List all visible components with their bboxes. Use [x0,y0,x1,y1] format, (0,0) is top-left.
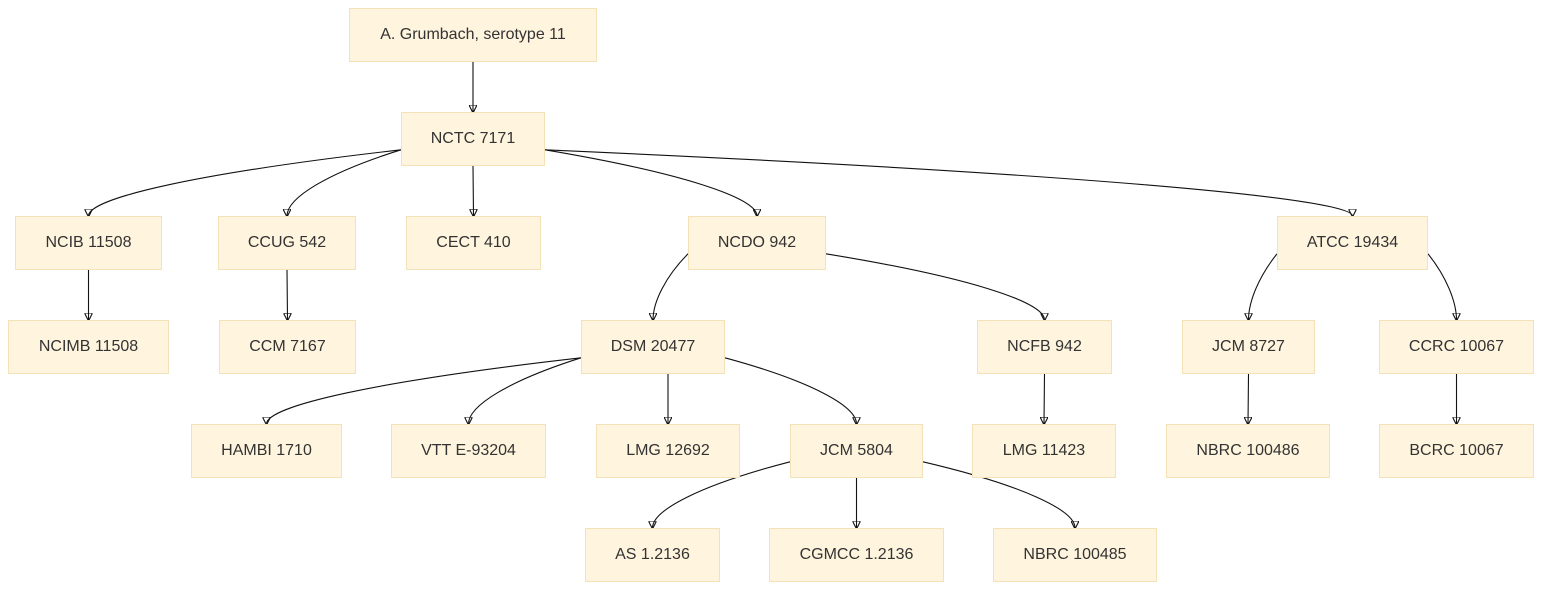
edge-nctc7171-to-ncdo942 [544,149,757,216]
node-dsm-20477: DSM 20477 [581,320,725,374]
node-atcc-19434: ATCC 19434 [1277,216,1428,270]
edge-nctc7171-to-ccug542 [287,149,402,216]
node-jcm-5804: JCM 5804 [790,424,923,478]
edge-atcc19434-to-ccrc10067 [1427,253,1457,320]
edge-nctc7171-to-atcc19434 [544,149,1353,216]
node-cect-410: CECT 410 [406,216,541,270]
node-vtt-e-93204: VTT E-93204 [391,424,546,478]
node-jcm-8727: JCM 8727 [1182,320,1315,374]
edge-ccug542-to-ccm7167 [287,269,288,320]
edge-ncfb942-to-lmg11423 [1044,373,1045,424]
node-root: A. Grumbach, serotype 11 [349,8,597,62]
edge-ncdo942-to-ncfb942 [825,253,1045,320]
edge-jcm5804-to-nbrc100485 [922,461,1075,528]
node-ccm-7167: CCM 7167 [219,320,356,374]
edge-ncdo942-to-dsm20477 [653,253,689,320]
edge-dsm20477-to-jcm5804 [724,357,857,424]
node-ccrc-10067: CCRC 10067 [1379,320,1534,374]
edge-dsm20477-to-vtte93204 [469,357,582,424]
node-nbrc-100485: NBRC 100485 [993,528,1157,582]
edge-nctc7171-to-cect410 [473,165,474,216]
edge-dsm20477-to-hambi1710 [267,357,582,424]
node-ncimb-11508: NCIMB 11508 [8,320,169,374]
node-ncdo-942: NCDO 942 [688,216,826,270]
node-nbrc-100486: NBRC 100486 [1166,424,1330,478]
node-cgmcc-1-2136: CGMCC 1.2136 [769,528,944,582]
node-as-1-2136: AS 1.2136 [585,528,720,582]
node-hambi-1710: HAMBI 1710 [191,424,342,478]
node-ncib-11508: NCIB 11508 [15,216,162,270]
node-ccug-542: CCUG 542 [218,216,356,270]
edge-jcm8727-to-nbrc100486 [1248,373,1249,424]
node-bcrc-10067: BCRC 10067 [1379,424,1534,478]
edge-atcc19434-to-jcm8727 [1249,253,1278,320]
node-lmg-11423: LMG 11423 [972,424,1116,478]
node-ncfb-942: NCFB 942 [977,320,1112,374]
edge-jcm5804-to-as12136 [653,461,791,528]
node-lmg-12692: LMG 12692 [596,424,740,478]
node-nctc-7171: NCTC 7171 [401,112,545,166]
edge-nctc7171-to-ncib11508 [89,149,402,216]
